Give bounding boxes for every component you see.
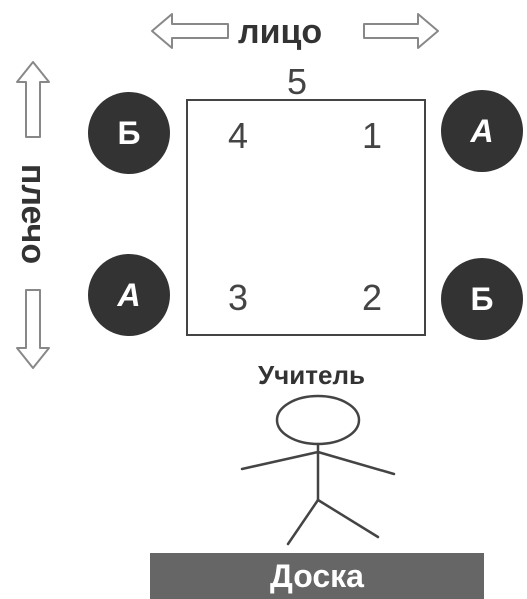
teacher-label: Учитель <box>258 360 365 390</box>
desk-position-5: 5 <box>287 61 308 102</box>
desk-position-4: 4 <box>228 115 249 156</box>
seat-bottom-left-label: А <box>117 277 141 313</box>
shoulder-label: плечо <box>14 163 52 265</box>
seat-top-left: Б <box>88 92 170 174</box>
shoulder-arrow-down-icon <box>16 289 50 369</box>
seat-top-left-label: Б <box>117 115 141 151</box>
face-arrow-left-icon <box>151 13 229 49</box>
seat-bottom-right: Б <box>441 258 523 340</box>
seat-bottom-left: А <box>88 254 170 336</box>
face-arrow-right-icon <box>363 13 439 49</box>
shoulder-arrow-up-icon <box>16 61 50 138</box>
desk-outline <box>186 99 426 336</box>
seat-top-right-label: А <box>470 113 494 149</box>
desk-position-2: 2 <box>362 277 383 318</box>
face-label: лицо <box>238 13 323 51</box>
seat-top-right: А <box>441 90 523 172</box>
desk-position-1: 1 <box>362 115 383 156</box>
board: Доска <box>150 553 484 599</box>
desk-position-3: 3 <box>228 277 249 318</box>
seat-bottom-right-label: Б <box>470 281 494 317</box>
teacher-figure-icon <box>240 394 396 546</box>
board-label: Доска <box>270 558 364 594</box>
